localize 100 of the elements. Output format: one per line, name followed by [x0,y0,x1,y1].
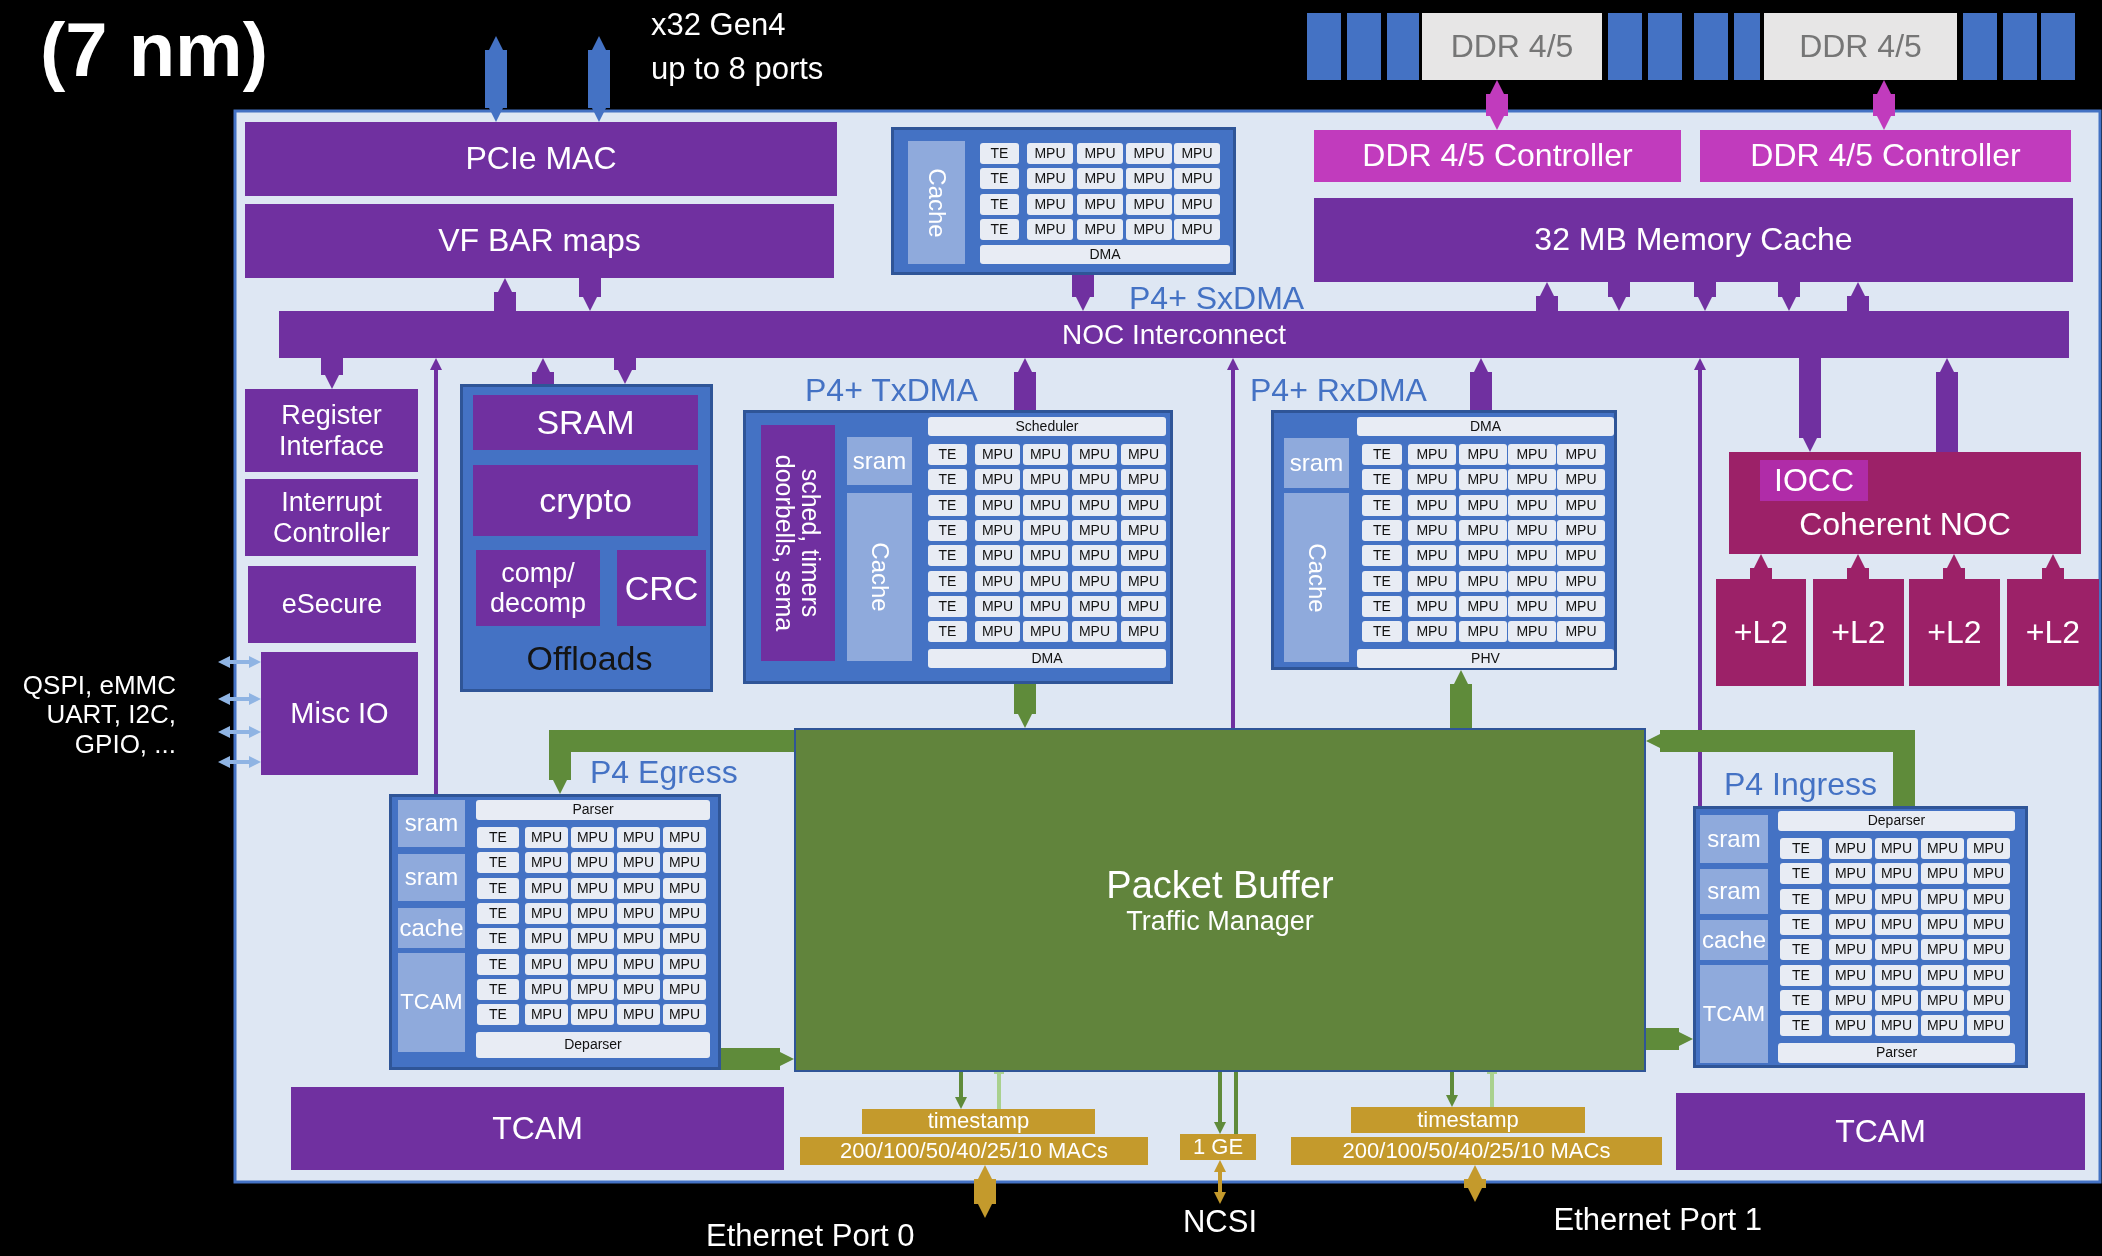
processing-unit-cell [975,596,1020,617]
cell-label: MPU [1972,865,2005,882]
processing-unit-cell [975,444,1020,465]
cell-label: MPU [981,573,1014,590]
block-arrow [532,358,554,384]
memory-block [1700,869,1768,914]
processing-unit-cell [1967,939,2010,960]
processing-unit-cell [571,1004,614,1025]
processing-unit-cell [1121,444,1166,465]
cell-label: TE [1792,891,1810,908]
cell-label: MPU [1467,446,1499,463]
memory-block [908,141,965,264]
cell-label: MPU [1834,992,1867,1009]
block-label: Traffic Manager [1126,906,1314,937]
bar-label: Parser [572,802,614,818]
cell-label: MPU [530,1006,563,1023]
cell-label: MPU [1416,497,1448,514]
cell-label: MPU [530,854,563,871]
cell-label: MPU [576,905,609,922]
annotation-label: NCSI [1182,1204,1258,1240]
cluster-heading: P4+ RxDMA [1250,373,1427,409]
processing-unit-cell [525,878,568,899]
processing-unit-cell [928,545,967,566]
processing-unit-cell [525,1004,568,1025]
cell-label: MPU [1467,547,1499,564]
cell-label: MPU [576,981,609,998]
processing-unit-cell [1508,596,1556,617]
processing-unit-cell [477,903,519,924]
cell-label: MPU [622,905,655,922]
block-arrow [1470,358,1492,410]
processing-unit-cell [1362,469,1402,490]
block-label: sram [852,447,907,475]
arrow [218,726,261,738]
cell-label: TE [1792,916,1810,933]
memory-block [1700,965,1768,1063]
cell-label: MPU [1565,547,1597,564]
bar-label: Deparser [564,1037,622,1053]
processing-unit-cell [1829,965,1872,986]
block-label: timestamp [927,1109,1030,1134]
block-label: 1 GE [1192,1134,1244,1160]
cell-label: TE [1373,497,1391,514]
cell-label: MPU [1834,1017,1867,1034]
processing-unit-cell [1121,520,1166,541]
controller-block [1700,130,2071,182]
cell-label: MPU [1034,221,1066,238]
processing-unit-cell [1121,469,1166,490]
controller-block [1314,130,1681,182]
cell-label: MPU [1181,221,1213,238]
cell-label: TE [1373,598,1391,615]
memory-block [398,953,465,1052]
processing-unit-cell [1362,571,1402,592]
cell-label: MPU [1078,623,1111,640]
cell-label: MPU [1034,145,1066,162]
mac-block [1351,1107,1585,1133]
block-label: Interrupt Controller [271,487,391,548]
processing-unit-cell [1408,621,1456,642]
cell-label: TE [938,522,957,539]
cell-label: MPU [1029,446,1062,463]
block-arrow [1464,1165,1486,1202]
processing-unit-cell [1921,990,1964,1011]
processing-unit-cell [1829,1015,1872,1036]
cell-label: MPU [1078,598,1111,615]
pipeline-bar [928,417,1166,436]
cell-label: MPU [1034,196,1066,213]
cell-label: TE [1373,446,1391,463]
cell-label: MPU [981,598,1014,615]
block-label: NOC Interconnect [1061,318,1287,351]
processing-unit-cell [1023,444,1068,465]
arrow [1227,358,1239,728]
block-label: crypto [539,481,632,520]
cell-label: MPU [1565,573,1597,590]
block-label: Cache [1303,542,1330,613]
cell-label: MPU [1127,547,1160,564]
processing-unit-cell [571,979,614,1000]
function-block [245,122,837,196]
pipeline-bar [1357,649,1614,668]
arrow [955,1072,967,1109]
block-label: IOCC [1774,462,1854,499]
pipeline-bar [1778,811,2015,831]
buffer-block [794,728,1646,1072]
processing-unit-cell [1459,545,1507,566]
cell-label: MPU [1467,522,1499,539]
processing-unit-cell [1508,571,1556,592]
cell-label: MPU [576,854,609,871]
arrow [218,656,261,668]
cell-label: MPU [1029,471,1062,488]
processing-unit-cell [1174,219,1220,240]
cell-label: MPU [1926,891,1959,908]
processing-unit-cell [1557,571,1605,592]
bar-label: DMA [1031,650,1063,667]
cell-label: TE [1373,623,1391,640]
block-label: sched, timers doorbells, sema [771,453,825,634]
processing-unit-cell [980,143,1019,164]
cell-label: TE [1373,522,1391,539]
cell-label: MPU [1029,522,1062,539]
cell-label: MPU [1516,598,1548,615]
block-label: comp/ decomp [488,557,588,619]
cpu-core-block [1716,579,1806,686]
cell-label: MPU [1516,573,1548,590]
processing-unit-cell [1408,545,1456,566]
